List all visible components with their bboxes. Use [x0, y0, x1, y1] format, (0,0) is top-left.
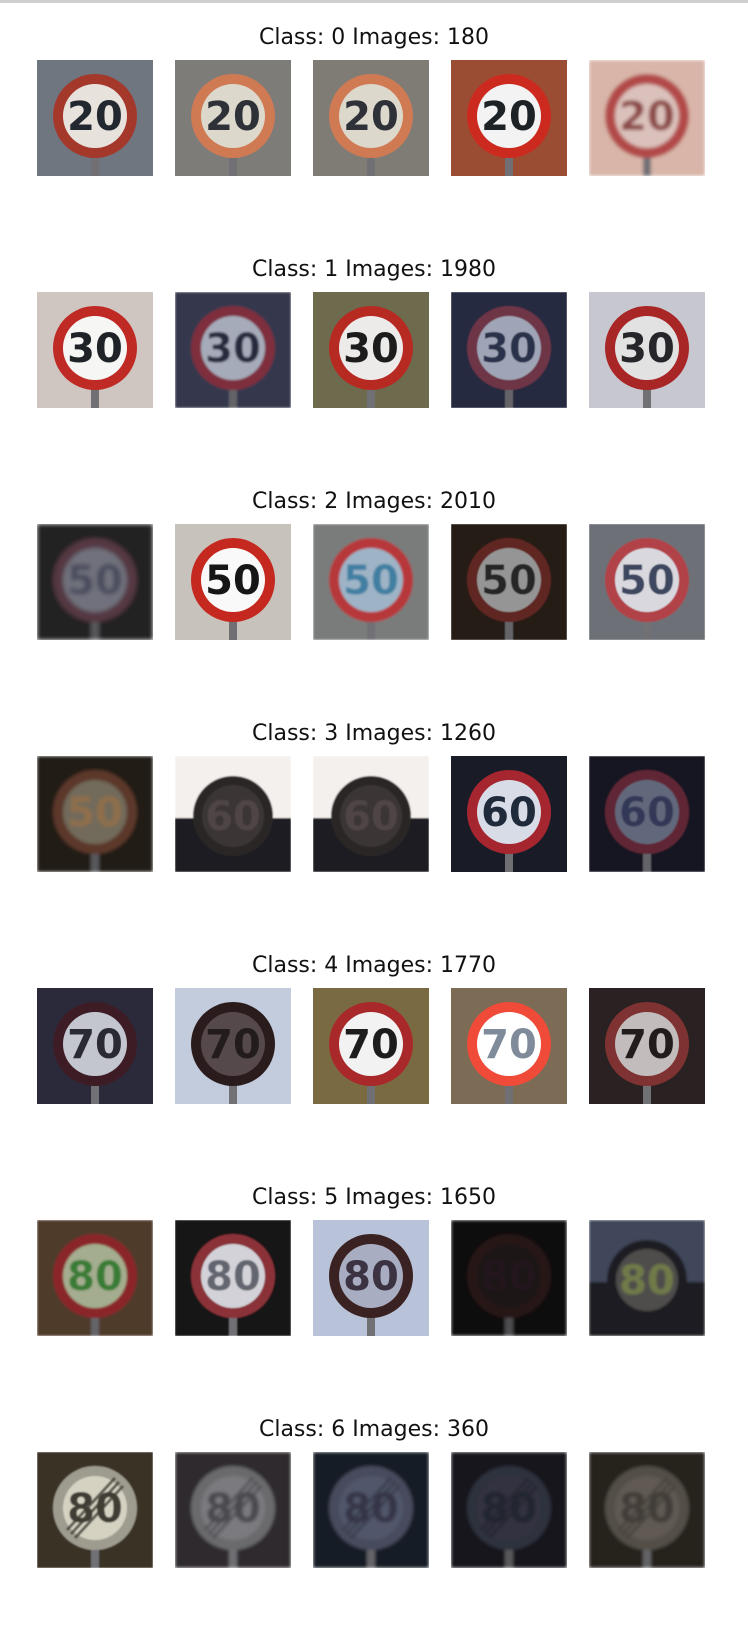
svg-text:30: 30: [619, 326, 675, 372]
sign-thumbnail: 50: [37, 756, 153, 872]
svg-text:20: 20: [343, 94, 399, 140]
sign-thumbnail: 70: [37, 988, 153, 1104]
sign-thumbnail: 50: [175, 524, 291, 640]
top-border: [0, 0, 748, 3]
class-row: Class: 5 Images: 1650 80 80 80 80 80: [0, 1184, 748, 1340]
sign-thumbnail: 20: [589, 60, 705, 176]
svg-text:70: 70: [205, 1022, 261, 1068]
svg-text:50: 50: [619, 558, 675, 604]
svg-text:80: 80: [205, 1254, 261, 1300]
svg-text:80: 80: [619, 1258, 675, 1304]
svg-text:20: 20: [619, 94, 675, 140]
svg-text:70: 70: [343, 1022, 399, 1068]
svg-text:70: 70: [67, 1022, 123, 1068]
sign-thumbnail: 50: [313, 524, 429, 640]
svg-text:20: 20: [481, 94, 537, 140]
class-title: Class: 3 Images: 1260: [251, 721, 497, 746]
sign-thumbnail: 60: [313, 756, 429, 872]
svg-text:80: 80: [343, 1254, 399, 1300]
sign-thumbnail: 70: [175, 988, 291, 1104]
svg-text:70: 70: [619, 1022, 675, 1068]
class-row: Class: 1 Images: 1980 30 30 30 30 30: [0, 256, 748, 412]
sign-thumbnail: 20: [313, 60, 429, 176]
sign-thumbnail: 80: [589, 1220, 705, 1336]
svg-text:20: 20: [67, 94, 123, 140]
sign-thumbnail: 30: [451, 292, 567, 408]
sign-thumbnail: 30: [37, 292, 153, 408]
svg-text:60: 60: [481, 790, 537, 836]
sign-thumbnail: 20: [451, 60, 567, 176]
class-title: Class: 6 Images: 360: [258, 1417, 490, 1442]
sign-thumbnail: 30: [589, 292, 705, 408]
class-row: Class: 3 Images: 1260 50 60 60 60 60: [0, 720, 748, 876]
sign-thumbnail: 80: [37, 1220, 153, 1336]
class-title: Class: 2 Images: 2010: [251, 489, 497, 514]
sign-thumbnail: 50: [589, 524, 705, 640]
sign-thumbnail: 80: [175, 1220, 291, 1336]
sign-thumbnail: 20: [175, 60, 291, 176]
sign-thumbnail: 80: [175, 1452, 291, 1568]
svg-text:60: 60: [205, 794, 261, 840]
sign-thumbnail: 70: [451, 988, 567, 1104]
sign-thumbnail: 70: [313, 988, 429, 1104]
class-row: Class: 6 Images: 3608080808080: [0, 1416, 748, 1572]
svg-text:60: 60: [343, 794, 399, 840]
sign-thumbnail: 70: [589, 988, 705, 1104]
sign-thumbnail: 80: [589, 1452, 705, 1568]
sign-thumbnail: 80: [451, 1220, 567, 1336]
sign-thumbnail: 50: [37, 524, 153, 640]
class-row: Class: 4 Images: 1770 70 70 70 70 70: [0, 952, 748, 1108]
class-row: Class: 0 Images: 180 20 20 20 20 20: [0, 24, 748, 180]
sign-thumbnail: 50: [451, 524, 567, 640]
sign-thumbnail: 60: [451, 756, 567, 872]
svg-text:20: 20: [205, 94, 261, 140]
class-title: Class: 1 Images: 1980: [251, 257, 497, 282]
class-row: Class: 2 Images: 2010 50 50 50 50 50: [0, 488, 748, 644]
svg-text:30: 30: [343, 326, 399, 372]
sign-thumbnail: 60: [589, 756, 705, 872]
class-title: Class: 5 Images: 1650: [251, 1185, 497, 1210]
sign-thumbnail: 80: [313, 1220, 429, 1336]
sign-thumbnail: 80: [313, 1452, 429, 1568]
sign-thumbnail: 80: [451, 1452, 567, 1568]
sign-thumbnail: 20: [37, 60, 153, 176]
sign-thumbnail: 60: [175, 756, 291, 872]
svg-text:30: 30: [67, 326, 123, 372]
svg-text:50: 50: [205, 558, 261, 604]
svg-text:70: 70: [481, 1022, 537, 1068]
class-title: Class: 4 Images: 1770: [251, 953, 497, 978]
svg-text:50: 50: [343, 558, 399, 604]
sign-thumbnail: 30: [175, 292, 291, 408]
sign-thumbnail: 80: [37, 1452, 153, 1568]
class-title: Class: 0 Images: 180: [258, 25, 490, 50]
sign-thumbnail: 30: [313, 292, 429, 408]
